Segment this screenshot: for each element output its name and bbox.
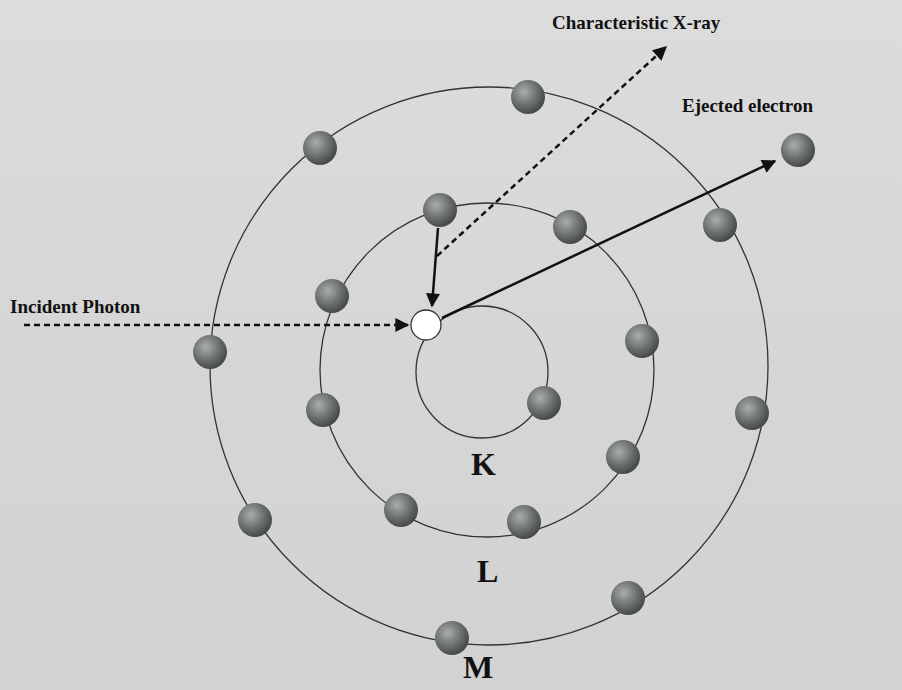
electron-shell	[210, 87, 768, 645]
transition-arrow	[432, 228, 438, 306]
xray-label: Characteristic X-ray	[552, 12, 720, 34]
vacancy	[411, 310, 441, 340]
shell-label: M	[463, 649, 493, 686]
shell-label: L	[477, 553, 498, 590]
electron	[193, 80, 815, 655]
ejection-arrow	[442, 161, 775, 318]
shell-label: K	[471, 446, 496, 483]
xray-arrow	[437, 47, 666, 256]
photon-arrow	[24, 324, 408, 327]
photon-label: Incident Photon	[10, 296, 140, 318]
electron-label: Ejected electron	[682, 95, 813, 117]
